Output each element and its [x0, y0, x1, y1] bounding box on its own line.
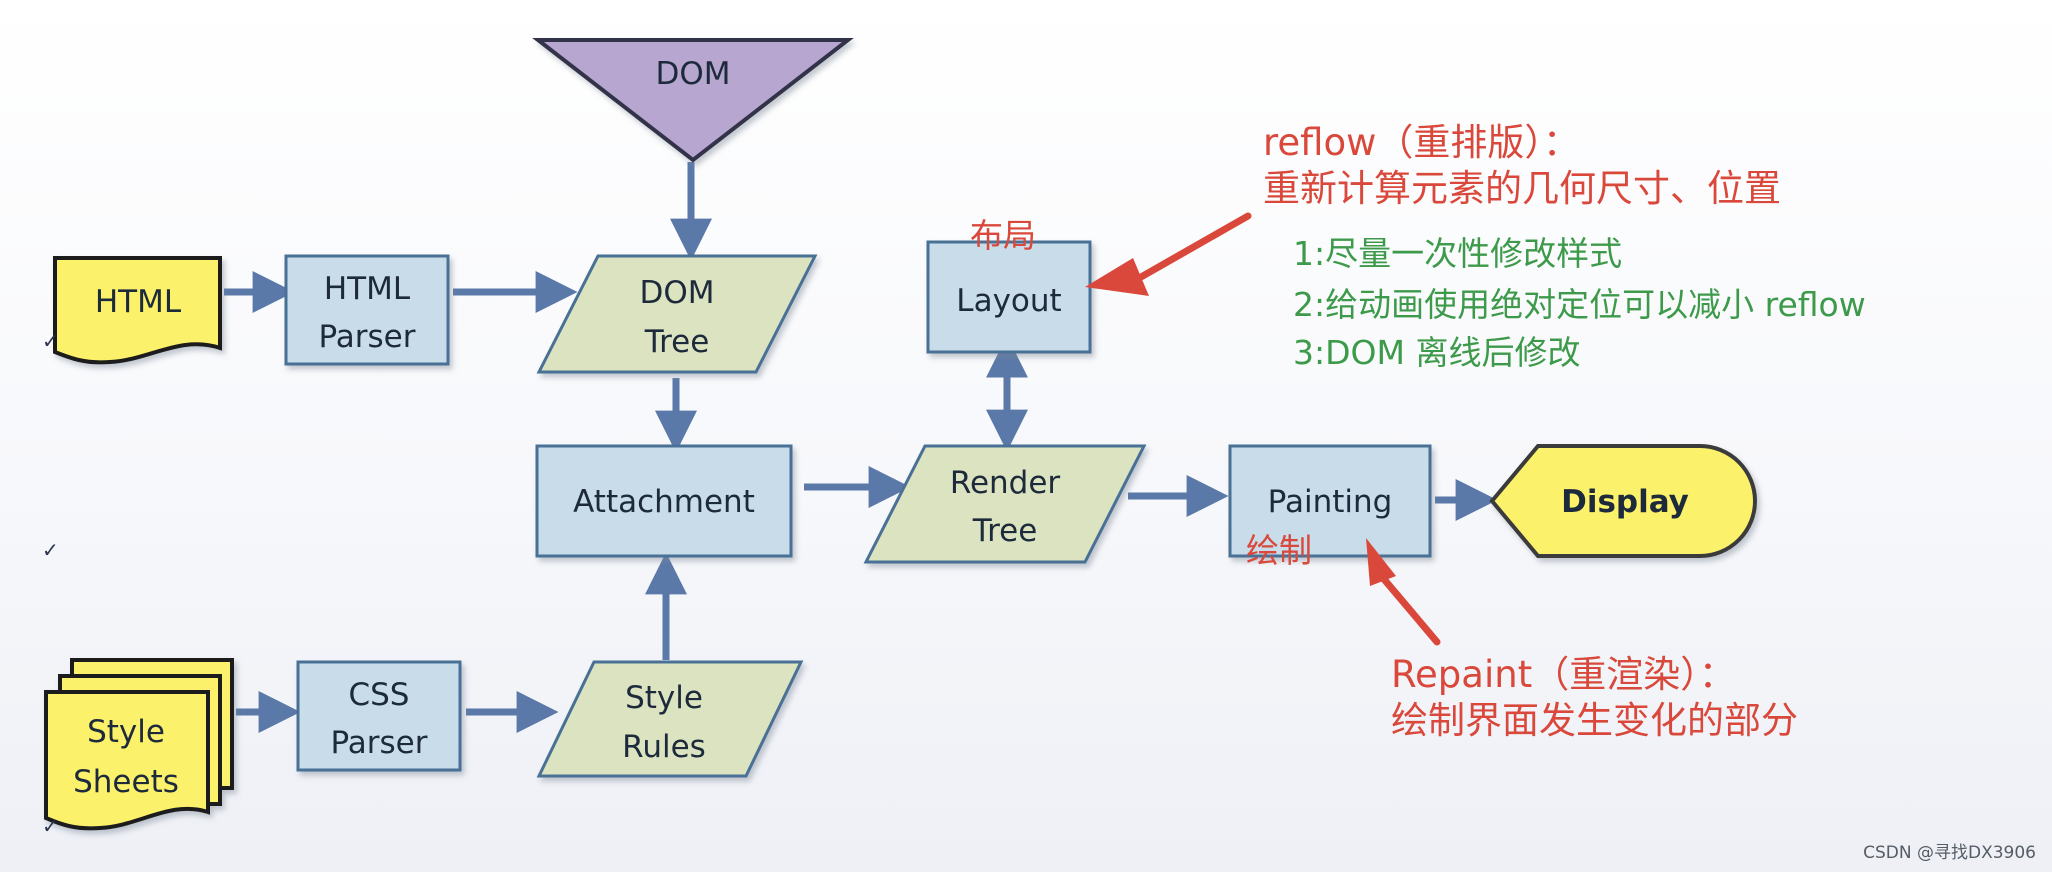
render-tree-line2: Tree: [972, 513, 1038, 549]
html-parser-line2: Parser: [318, 319, 415, 355]
style-rules-shape: [536, 660, 804, 778]
painting-box: [1228, 444, 1432, 558]
attachment-label: Attachment: [573, 484, 755, 520]
html-parser-line1: HTML: [324, 271, 411, 307]
html-parser-box: [284, 254, 450, 366]
render-tree-shape: [863, 444, 1147, 564]
display-shape: [1489, 444, 1757, 558]
css-parser-box: [296, 660, 462, 772]
css-parser-node: CSS Parser: [296, 660, 462, 772]
dom-triangle-shape: [532, 38, 854, 163]
tick-marks: ✓ ✓ ✓: [42, 329, 59, 838]
repaint-title: Repaint（重渲染）：: [1391, 653, 1736, 696]
html-document-node: HTML: [53, 256, 222, 365]
layout-node: Layout: [926, 240, 1092, 354]
style-sheets-line2: Sheets: [73, 764, 179, 800]
style-rules-line2: Rules: [622, 729, 706, 765]
html-label: HTML: [95, 284, 182, 320]
repaint-description: 绘制界面发生变化的部分: [1391, 699, 1798, 742]
css-parser-line1: CSS: [348, 677, 409, 713]
layout-cn-label: 布局: [970, 216, 1036, 255]
style-sheets-node: Style Sheets: [44, 658, 234, 831]
attachment-node: Attachment: [535, 444, 793, 558]
watermark: CSDN @寻找DX3906: [1863, 843, 2036, 863]
tip-1: 1:尽量一次性修改样式: [1293, 234, 1622, 273]
tick-mark: ✓: [42, 329, 59, 353]
reflow-arrow-head: [1085, 258, 1149, 296]
tip-3: 3:DOM 离线后修改: [1293, 333, 1580, 372]
painting-node: Painting: [1228, 444, 1432, 558]
display-label: Display: [1561, 484, 1689, 520]
style-rules-node: Style Rules: [536, 660, 804, 778]
paint-cn-label: 绘制: [1246, 531, 1312, 570]
layout-box: [926, 240, 1092, 354]
tip-2: 2:给动画使用绝对定位可以减小 reflow: [1293, 285, 1866, 324]
attachment-box: [535, 444, 793, 558]
tick-mark: ✓: [42, 538, 59, 562]
annotation-arrows: [1085, 212, 1441, 646]
repaint-arrow-shaft: [1379, 574, 1441, 646]
display-node: Display: [1489, 444, 1757, 558]
dom-label: DOM: [655, 56, 730, 92]
reflow-description: 重新计算元素的几何尺寸、位置: [1263, 167, 1781, 210]
dom-tree-shape: [536, 254, 818, 374]
dom-tree-line2: Tree: [644, 324, 710, 360]
reflow-title: reflow（重排版）：: [1263, 121, 1580, 164]
painting-label: Painting: [1268, 484, 1393, 520]
style-sheets-line1: Style: [87, 714, 165, 750]
reflow-arrow-shaft: [1137, 212, 1252, 281]
tick-mark: ✓: [42, 814, 59, 838]
layout-label: Layout: [956, 283, 1061, 319]
html-document-shape: [53, 256, 222, 365]
style-sheets-front: [44, 690, 210, 831]
connectors: [224, 162, 1498, 733]
annotations: 布局 绘制 reflow（重排版）： 重新计算元素的几何尺寸、位置 1:尽量一次…: [970, 121, 1866, 742]
render-tree-line1: Render: [950, 465, 1061, 501]
repaint-arrow-head: [1366, 538, 1396, 586]
style-rules-line1: Style: [625, 680, 703, 716]
css-parser-line2: Parser: [330, 725, 427, 761]
dom-tree-node: DOM Tree: [536, 254, 818, 374]
render-tree-node: Render Tree: [863, 444, 1147, 564]
dom-node: DOM: [532, 38, 854, 163]
dom-tree-line1: DOM: [639, 275, 714, 311]
html-parser-node: HTML Parser: [284, 254, 450, 366]
